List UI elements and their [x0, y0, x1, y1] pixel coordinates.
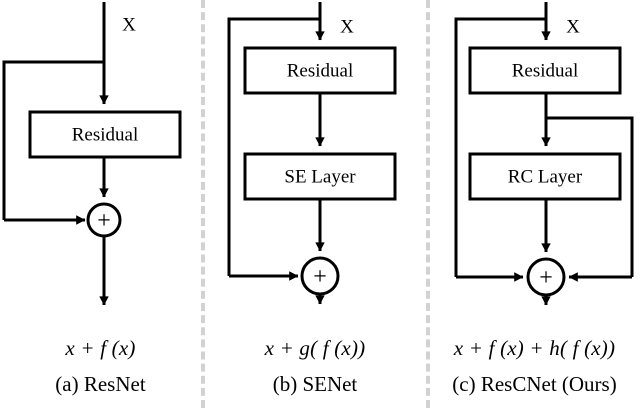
panel-c-skip-path-right	[546, 116, 634, 277]
panel-c-formula: x + f (x) + h( f (x))	[453, 336, 616, 360]
panel-c-skip-path-left	[454, 17, 546, 277]
panel-b-formula: x + g( f (x))	[264, 336, 366, 360]
panel-a-caption: (a) ResNet	[55, 372, 146, 396]
panel-c-residual-label: Residual	[512, 60, 579, 81]
panel-a-formula: x + f (x)	[65, 336, 136, 360]
panel-b-se-layer-label: SE Layer	[284, 166, 356, 187]
panel-b-se-layer-box	[243, 152, 397, 201]
panel-a-input-label: X	[122, 14, 136, 35]
panel-a-skip-path	[2, 60, 104, 220]
panel-c-input-label: X	[566, 16, 580, 37]
panel-b-adder-symbol: +	[313, 264, 327, 290]
panel-c-rc-layer-box	[468, 152, 622, 201]
panel-c-rescnet: Residual RC Layer + X	[454, 2, 634, 306]
panel-c-residual-box	[468, 46, 622, 95]
panel-b-skip-path	[227, 17, 320, 276]
panel-divider-2	[426, 0, 430, 408]
panel-c-adder-symbol: +	[539, 265, 553, 291]
panel-c-rc-layer-label: RC Layer	[508, 166, 583, 187]
panel-a-resnet: Residual + X	[2, 2, 182, 306]
panel-b-senet: Residual SE Layer + X	[227, 2, 397, 305]
panel-b-residual-label: Residual	[287, 60, 354, 81]
panel-c-caption: (c) ResCNet (Ours)	[452, 372, 617, 396]
panel-a-residual-label: Residual	[72, 124, 139, 145]
panel-a-adder-symbol: +	[97, 208, 111, 234]
panel-b-caption: (b) SENet	[272, 372, 358, 396]
panel-divider-1	[201, 0, 205, 408]
panel-a-residual-box	[28, 110, 182, 159]
panel-b-input-label: X	[340, 16, 354, 37]
